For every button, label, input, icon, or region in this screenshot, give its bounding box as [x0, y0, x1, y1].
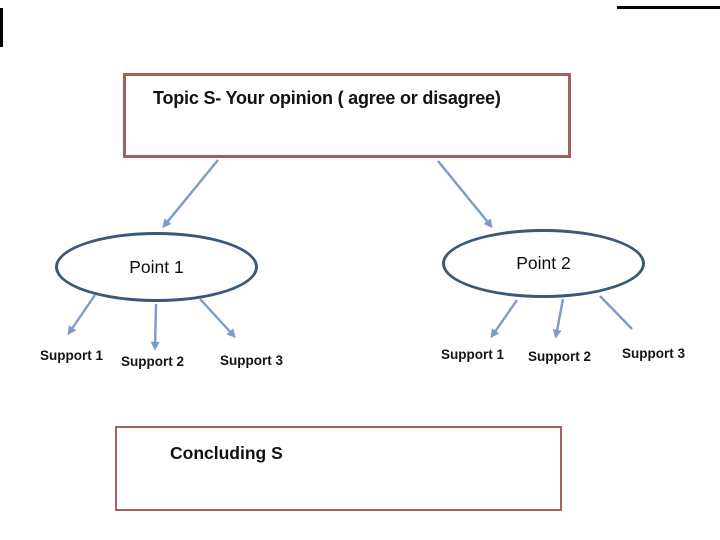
arrow-topic-to-point2: [437, 160, 493, 229]
point1-support-1-label: Support 1: [40, 348, 103, 363]
point-2-label: Point 2: [516, 253, 571, 273]
arrow-point2-to-support1: [490, 299, 518, 339]
topic-box-label: Topic S- Your opinion ( agree or disagre…: [153, 88, 501, 108]
arrow-point1-to-support1: [67, 294, 96, 336]
point2-support-1-label: Support 1: [441, 347, 504, 362]
arrow-point2-to-support2: [552, 298, 565, 339]
point2-support-2-label: Support 2: [528, 349, 591, 364]
point1-support-2-label: Support 2: [121, 354, 184, 369]
point-2-ellipse: Point 2: [442, 229, 645, 298]
point-1-ellipse: Point 1: [55, 232, 258, 302]
concluding-box-label: Concluding S: [170, 443, 283, 463]
slide-border-fragment-top-right: [617, 6, 720, 9]
concluding-box: Concluding S: [115, 426, 562, 511]
point-1-label: Point 1: [129, 256, 184, 277]
point2-support-3-label: Support 3: [622, 346, 685, 361]
slide-border-fragment-left: [0, 8, 3, 47]
arrow-point1-to-support2: [150, 303, 160, 351]
arrow-point1-to-support3: [199, 298, 236, 338]
arrow-point2-to-support3: [599, 295, 633, 330]
topic-box: Topic S- Your opinion ( agree or disagre…: [123, 73, 571, 158]
arrow-topic-to-point1: [162, 159, 219, 229]
point1-support-3-label: Support 3: [220, 353, 283, 368]
